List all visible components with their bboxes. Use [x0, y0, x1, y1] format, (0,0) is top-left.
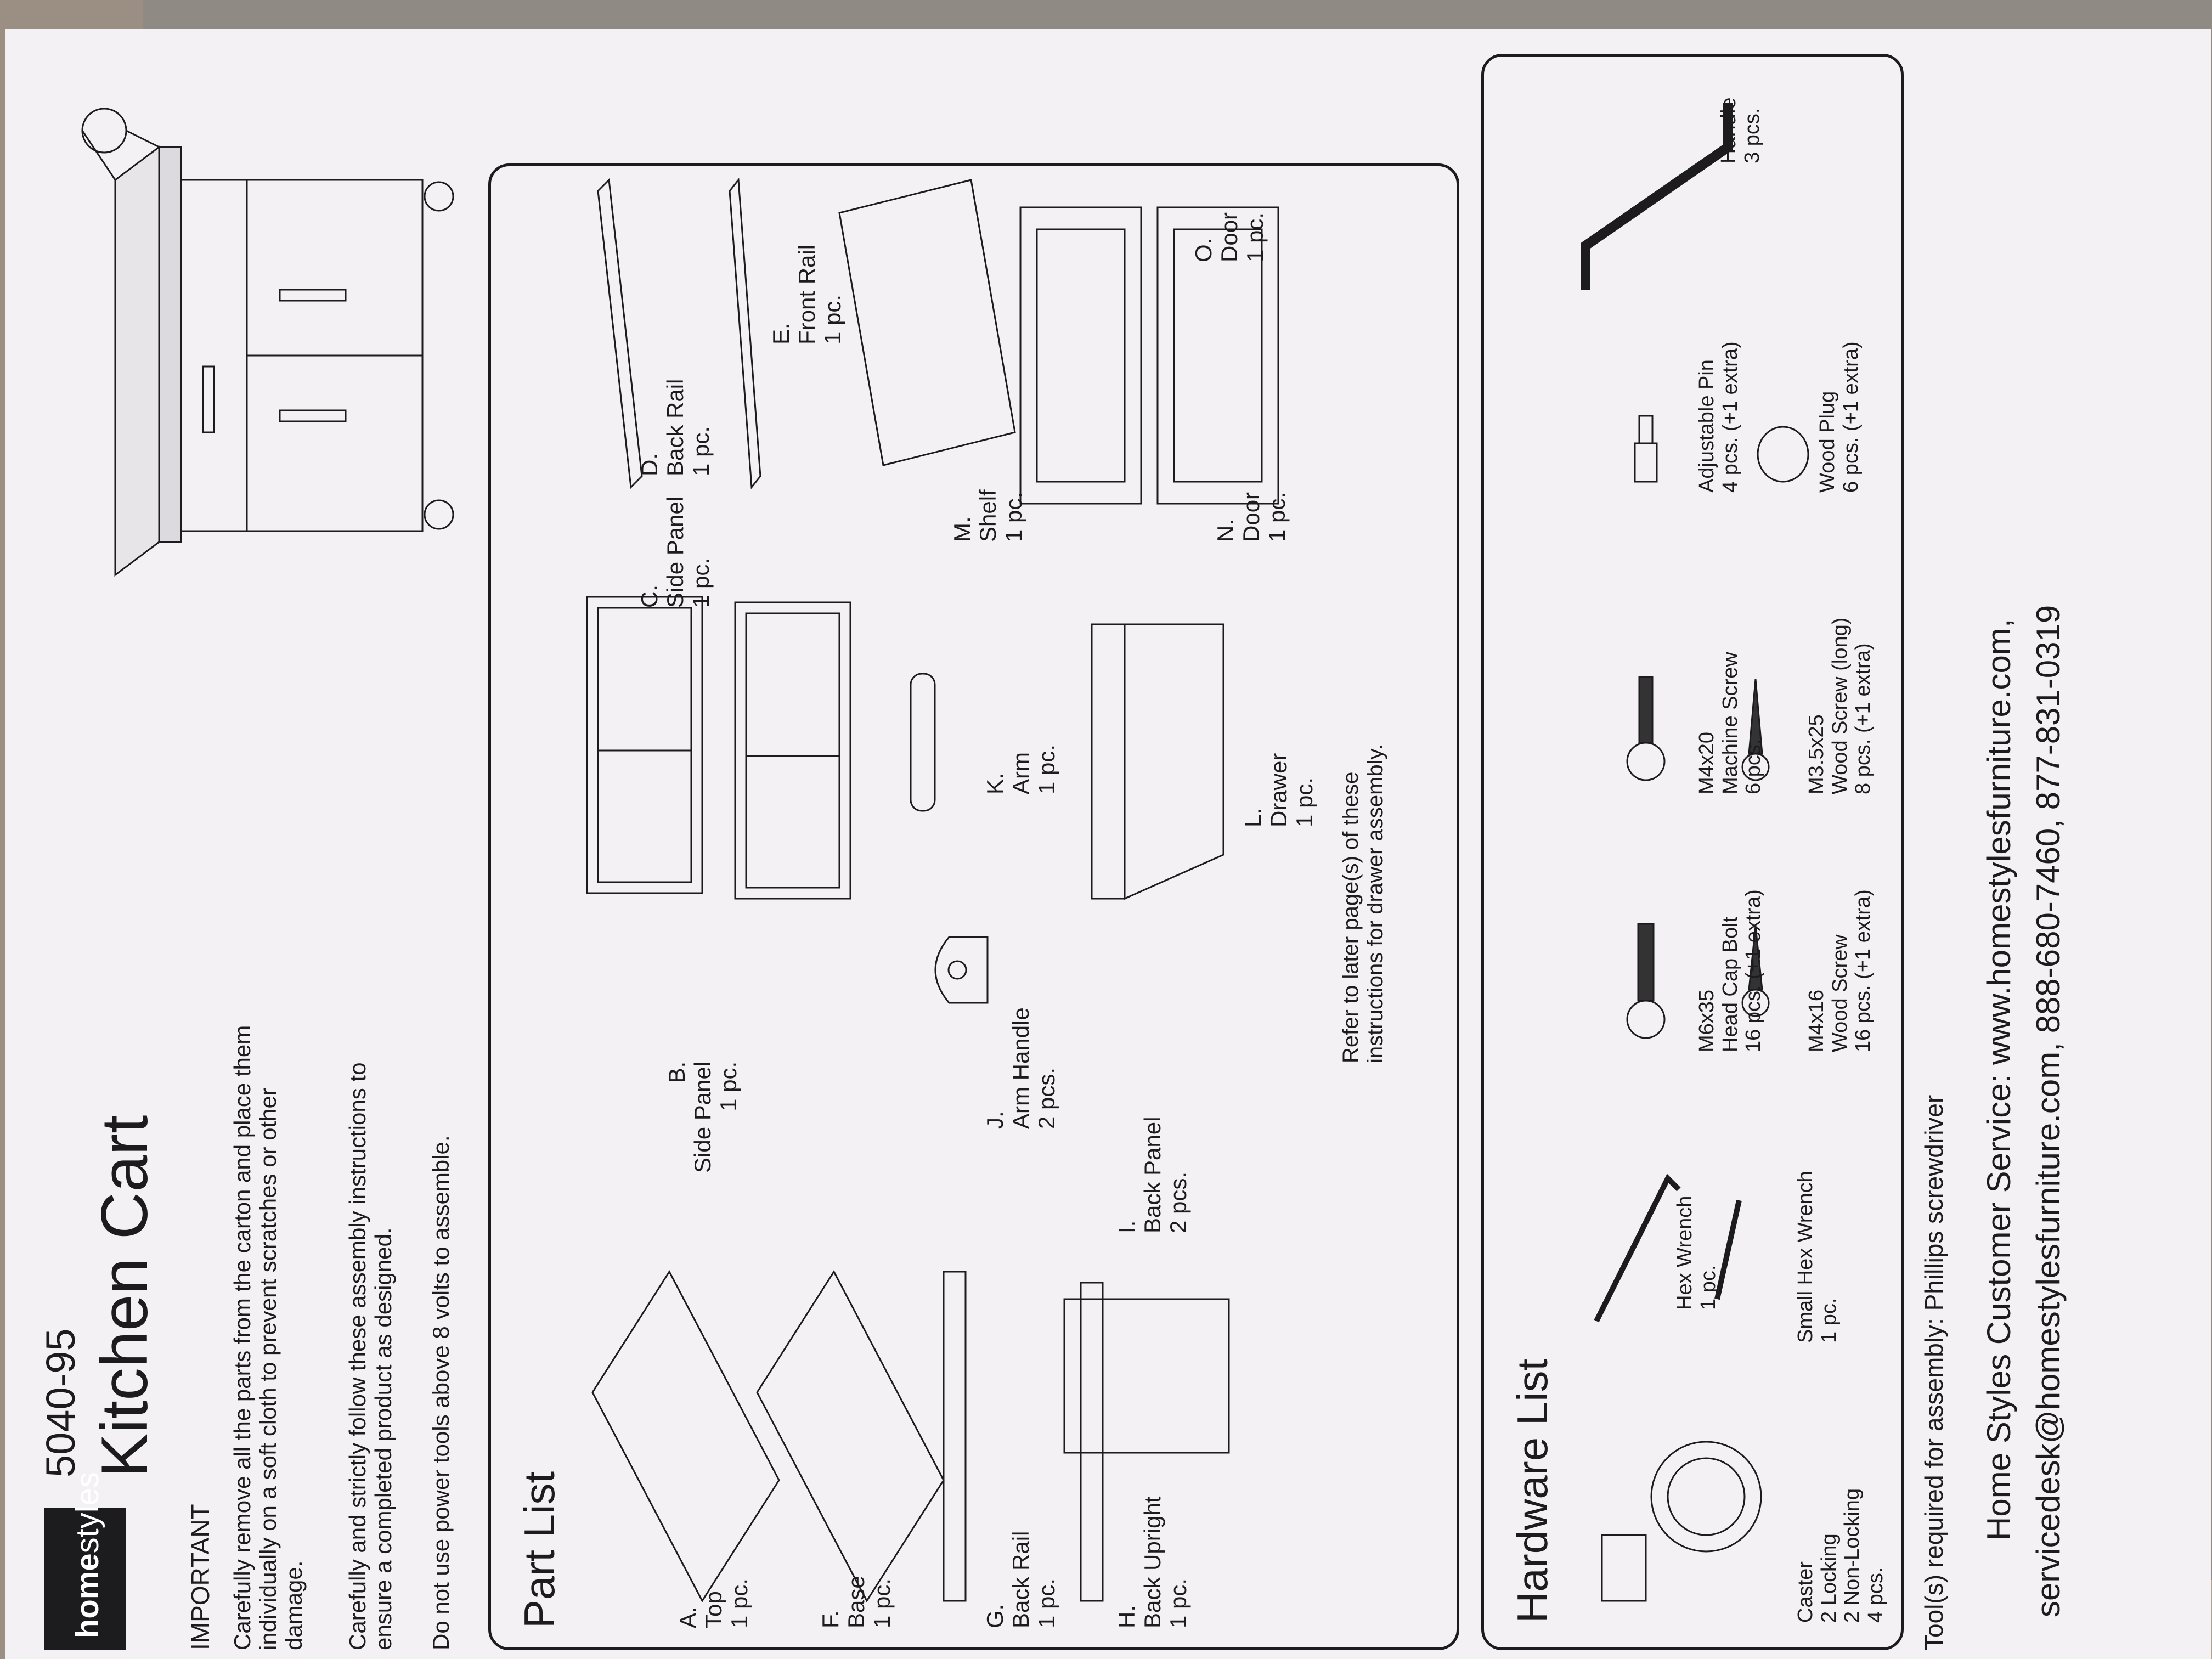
head-cap-bolt-icon	[1607, 921, 1684, 1041]
part-m-shelf-drawing	[839, 180, 1015, 465]
caster-icon	[1596, 1431, 1772, 1606]
instruction-sheet: homestyles 5040-95 Kitchen Cart IMPORTAN…	[5, 29, 2211, 1659]
hardware-list-title: Hardware List	[1508, 1358, 1556, 1623]
adjustable-pin-icon	[1624, 410, 1668, 487]
important-paragraph-2: Carefully and strictly follow these asse…	[345, 1062, 397, 1650]
model-number: 5040-95	[38, 1328, 83, 1477]
customer-service-line-1: Home Styles Customer Service: www.homest…	[1980, 618, 2017, 1541]
brand-light: styles	[70, 1472, 105, 1554]
part-k-arm-drawing	[905, 668, 944, 811]
wood-screw-icon	[1723, 921, 1788, 1019]
important-paragraph-1: Carefully remove all the parts from the …	[229, 1025, 307, 1650]
part-g-back-rail-drawing	[938, 1261, 971, 1601]
brand-bold: home	[70, 1553, 105, 1638]
part-d-back-rail-drawing	[598, 180, 642, 487]
part-b-side-panel-drawing	[757, 1272, 944, 1601]
hex-wrench-icon	[1585, 1167, 1684, 1332]
wood-screw-long-icon	[1723, 674, 1788, 783]
customer-service-line-2: servicedesk@homestylesfurniture.com, 888…	[2030, 605, 2067, 1617]
machine-screw-icon	[1607, 674, 1684, 783]
tools-required: Tool(s) required for assembly: Phillips …	[1920, 1094, 1948, 1650]
part-o-door-drawing	[1158, 196, 1289, 504]
part-i-back-panel-drawing	[1064, 1288, 1240, 1453]
wood-plug-icon	[1750, 421, 1816, 487]
important-heading: IMPORTANT	[186, 1504, 215, 1650]
part-c-side-panel-drawing-2	[587, 586, 713, 893]
part-n-door-drawing	[1020, 196, 1152, 504]
kitchen-cart-illustration	[49, 114, 466, 597]
handle-icon	[1553, 81, 1794, 312]
part-j-arm-handle-drawing	[927, 932, 998, 1008]
brand-logo: homestyles	[44, 1472, 126, 1650]
part-h-back-upright-drawing	[1075, 1272, 1108, 1601]
small-hex-wrench-icon	[1706, 1195, 1750, 1305]
part-c-side-panel-drawing	[735, 591, 861, 899]
page-title: Kitchen Cart	[88, 1115, 161, 1477]
part-l-drawer-drawing	[1092, 613, 1234, 899]
part-a-top-drawing	[592, 1272, 779, 1601]
drawer-assembly-note: Refer to later page(s) of these instruct…	[1339, 744, 1387, 1063]
part-list-title: Part List	[515, 1471, 563, 1628]
part-e-front-rail-drawing	[730, 180, 763, 487]
important-paragraph-3: Do not use power tools above 8 volts to …	[428, 1135, 454, 1650]
